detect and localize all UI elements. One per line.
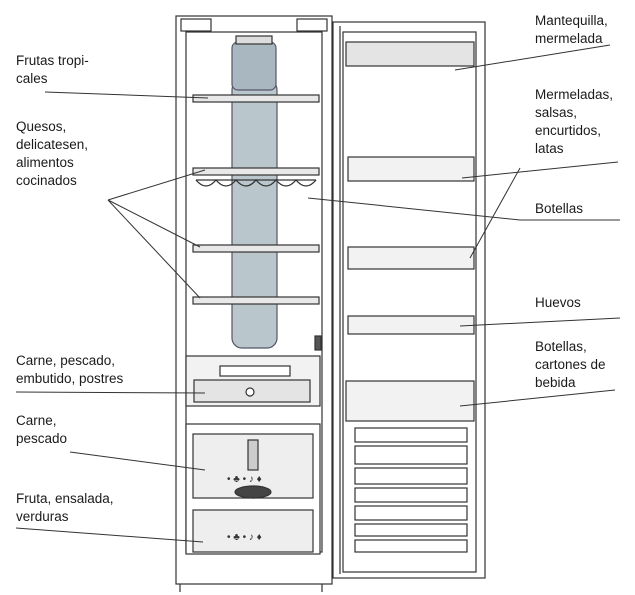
shelf-1: [192, 94, 320, 103]
leader-fruit: [15, 527, 204, 543]
crisper-divider: [247, 439, 259, 471]
leader-bottles-door: [469, 167, 521, 259]
door-hinge: [314, 335, 322, 351]
label-jams-sauces: Mermeladas, salsas, encurtidos, latas: [535, 87, 614, 156]
label-bottles-cartons: Botellas, cartones de bebida: [535, 339, 606, 390]
door-inner: [342, 31, 477, 573]
door-stripe-2: [354, 445, 468, 465]
crisper-bottom: [192, 509, 314, 553]
shelf-3: [192, 244, 320, 253]
door-bin-jams: [347, 156, 475, 182]
label-cheese: Quesos, delicatesen, alimentos cocinados: [16, 119, 89, 188]
shelf-4: [192, 296, 320, 305]
door-bin-eggs: [347, 315, 475, 335]
crisper-icons-top: • ♣ • ♪ ♦: [227, 474, 262, 485]
door-stripe-6: [354, 523, 468, 537]
leader-meat2: [69, 451, 206, 471]
label-tropical-fruits: Frutas tropi- cales: [16, 53, 89, 86]
control-knob: [245, 387, 255, 397]
door-stripe-7: [354, 539, 468, 553]
door-bin-cartons: [345, 380, 475, 422]
crisper-icons-bottom: • ♣ • ♪ ♦: [227, 532, 262, 543]
leader-cheese-2: [107, 199, 201, 248]
door-outer: [332, 21, 486, 579]
door-stripe-1: [354, 427, 468, 443]
door-stripe-3: [354, 467, 468, 485]
label-meat-fish-desserts: Carne, pescado, embutido, postres: [16, 353, 124, 386]
air-column: [231, 79, 278, 349]
door-bin-bottles: [347, 246, 475, 270]
label-fruit-vegetables: Fruta, ensalada, verduras: [16, 491, 114, 524]
leader-cartons: [459, 389, 616, 407]
door-stripe-5: [354, 505, 468, 521]
top-vent-left: [180, 18, 212, 32]
leader-tropical: [44, 91, 209, 99]
fan-top: [235, 35, 273, 45]
fan-housing: [231, 41, 277, 91]
leader-cheese-1: [107, 169, 206, 201]
leader-butter: [454, 44, 611, 71]
leader-cheese-3: [107, 199, 201, 299]
door-bin-butter: [345, 41, 475, 67]
leader-eggs: [459, 317, 621, 327]
label-bottles: Botellas: [535, 201, 584, 216]
top-vent-right: [296, 18, 328, 32]
label-butter-jam: Mantequilla, mermelada: [535, 13, 608, 46]
leader-bottles-rack: [307, 197, 521, 221]
label-eggs: Huevos: [535, 295, 581, 310]
leader-meat1: [15, 391, 206, 394]
shelf-2: [192, 167, 320, 176]
humidity-slider: [234, 485, 272, 499]
leader-jams: [461, 161, 619, 179]
control-panel: [219, 365, 291, 377]
door-stripe-4: [354, 487, 468, 503]
label-meat-fish: Carne, pescado: [16, 413, 68, 446]
